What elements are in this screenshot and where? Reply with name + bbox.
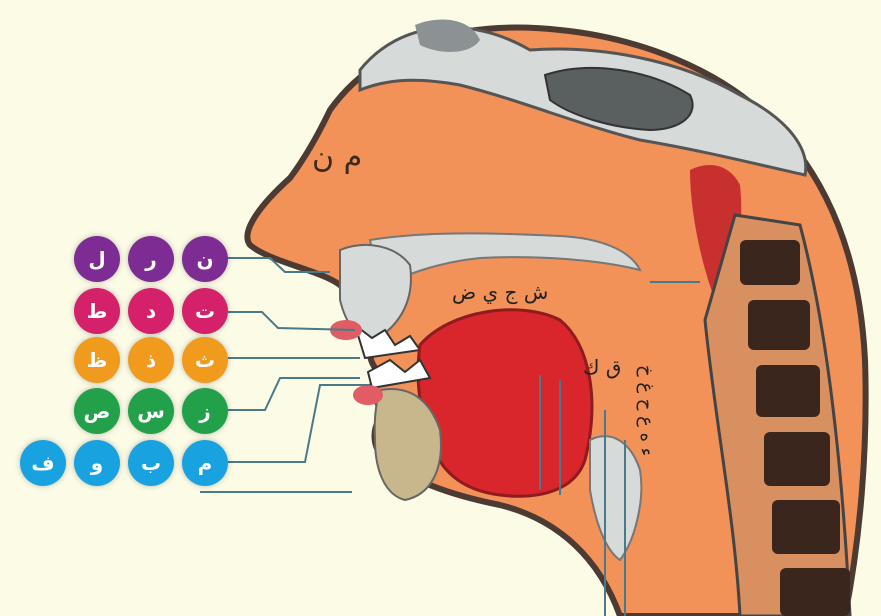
letter-circle-row-4-green-2: ص <box>74 388 120 434</box>
letter-circle-row-1-purple-2: ل <box>74 236 120 282</box>
letter-circle-row-1-purple-1: ر <box>128 236 174 282</box>
letter-circle-row-5-blue-3: ف <box>20 440 66 486</box>
letter-circle-row-2-magenta-0: ت <box>182 288 228 334</box>
label-velar: ق ك <box>583 355 621 379</box>
label-palate: ش ج ي ض <box>452 280 548 304</box>
lower-lip <box>353 385 383 405</box>
letter-circle-row-3-orange-0: ث <box>182 337 228 383</box>
label-nasal: م ن <box>312 140 362 175</box>
label-throat: ء ه ع ح غ خ <box>636 365 657 456</box>
letter-circle-row-1-purple-0: ن <box>182 236 228 282</box>
letter-circle-row-4-green-1: س <box>128 388 174 434</box>
letter-circle-row-2-magenta-2: ط <box>74 288 120 334</box>
letter-circle-row-5-blue-2: و <box>74 440 120 486</box>
letter-circle-row-2-magenta-1: د <box>128 288 174 334</box>
tongue <box>418 310 592 496</box>
letter-circle-row-3-orange-1: ذ <box>128 337 174 383</box>
nasal-bone <box>415 20 480 52</box>
letter-circle-row-5-blue-0: م <box>182 440 228 486</box>
letter-circle-row-4-green-0: ز <box>182 388 228 434</box>
letter-circle-row-5-blue-1: ب <box>128 440 174 486</box>
letter-circle-row-3-orange-2: ظ <box>74 337 120 383</box>
